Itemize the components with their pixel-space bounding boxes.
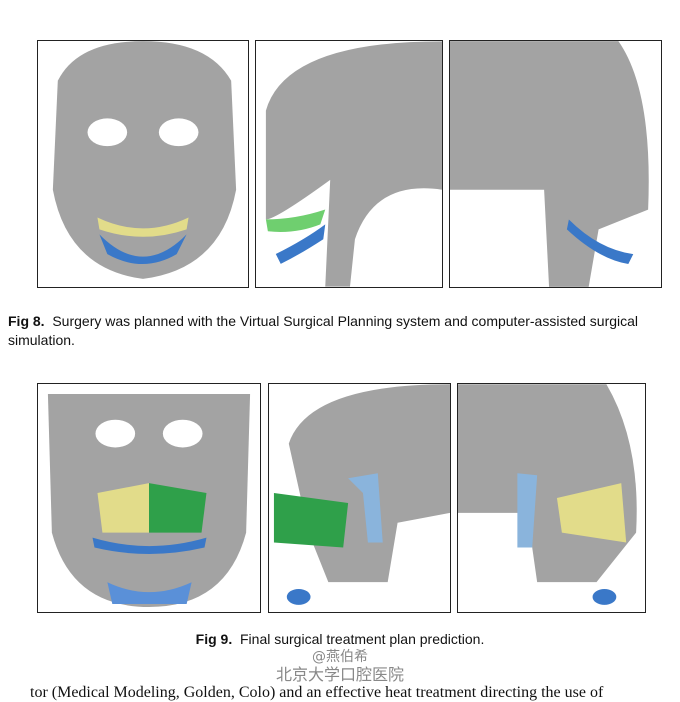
fig8-left-lateral-image (449, 40, 662, 288)
watermark-user: @燕伯希 (312, 649, 368, 665)
fig8-caption-text: Surgery was planned with the Virtual Sur… (8, 313, 639, 348)
fig9-caption-text: Final surgical treatment plan prediction… (240, 631, 485, 647)
fig9-caption: Fig 9. Final surgical treatment plan pre… (0, 630, 680, 648)
fig9-frontal-skull-image (37, 383, 261, 613)
fig8-right-lateral-image (255, 40, 443, 288)
fig8-frontal-skull-image (37, 40, 249, 288)
fig9-left-lateral-image (457, 383, 646, 613)
fig9-right-lateral-image (268, 383, 451, 613)
fig8-label: Fig 8. (8, 313, 45, 329)
body-text-line: tor (Medical Modeling, Golden, Colo) and… (30, 684, 604, 701)
fig9-label: Fig 9. (195, 631, 233, 647)
fig8-caption: Fig 8. Surgery was planned with the Virt… (8, 312, 678, 350)
watermark-institution: 北京大学口腔医院 (275, 665, 404, 684)
